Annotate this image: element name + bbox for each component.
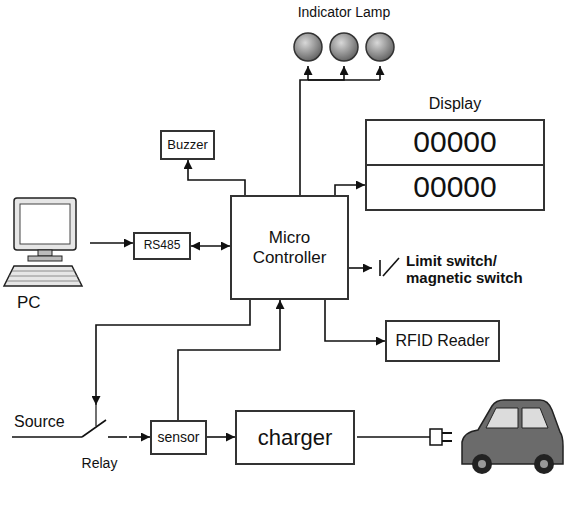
relay-node: Relay (72, 405, 129, 477)
keyboard-keys (7, 271, 80, 281)
display-row: 00000 (365, 119, 545, 166)
plug-pins (442, 433, 452, 441)
connector-arrow (178, 300, 280, 420)
box-label: RFID Reader (395, 332, 489, 350)
connector-arrow (207, 436, 235, 438)
monitor-neck (38, 250, 52, 256)
device-label: PC (17, 293, 67, 313)
device-label: Relay (72, 455, 127, 471)
lamp-circle (330, 33, 358, 61)
relay-symbol (12, 405, 127, 437)
switch-contact (379, 260, 381, 276)
connector-arrow (325, 300, 385, 341)
process-box: RS485 (133, 232, 191, 260)
lamp-circle (294, 33, 322, 61)
switch-blade (383, 258, 399, 276)
process-box: sensor (150, 420, 207, 455)
display-digits: 00000 (413, 170, 496, 205)
lamp-branch (379, 66, 381, 80)
device-label: Limit switch/ magnetic switch (406, 252, 551, 287)
process-box: Buzzer (160, 130, 215, 160)
box-label: Micro Controller (237, 228, 342, 267)
car-window (486, 408, 518, 428)
controller-box: Micro Controller (230, 195, 349, 300)
box-label: sensor (157, 429, 199, 445)
display-row: 00000 (365, 164, 545, 211)
monitor (14, 198, 76, 250)
screen (20, 204, 70, 244)
display-panel: Display 00000 00000 (365, 95, 547, 212)
connector-arrow (300, 66, 344, 195)
lamp-branch (307, 66, 309, 80)
limit-switch-symbol (380, 258, 399, 276)
plug-and-car (357, 400, 563, 474)
pc-icon (4, 198, 82, 286)
monitor-base (28, 256, 62, 261)
connector-arrow (188, 160, 245, 195)
connector-arrow (349, 267, 372, 269)
keyboard (4, 266, 82, 286)
relay-blade (82, 420, 106, 437)
connector-arrow (90, 242, 133, 244)
switch-node: Limit switch/ magnetic switch (372, 248, 555, 294)
car-hub (540, 460, 548, 468)
connector-arrow (129, 436, 150, 438)
display-digits: 00000 (413, 125, 496, 160)
source-wire (12, 436, 82, 438)
connector-arrow (191, 245, 230, 247)
car-wheel (472, 454, 492, 474)
lamp-group: Indicator Lamp (269, 4, 421, 66)
process-box: charger (235, 410, 355, 465)
group-heading: Display (365, 95, 545, 113)
plug-body (430, 429, 442, 445)
box-label: charger (258, 425, 333, 450)
car-body (462, 400, 563, 464)
charge-cable (357, 436, 430, 438)
group-heading: Indicator Lamp (269, 4, 419, 20)
car-wheel (534, 454, 554, 474)
box-label: RS485 (144, 239, 181, 253)
car-window (522, 408, 548, 428)
connector-arrow (335, 185, 365, 195)
box-label: Buzzer (167, 138, 207, 153)
source-label: Source (14, 413, 65, 431)
pc-node: PC (5, 195, 90, 320)
connector-arrow (96, 300, 250, 405)
relay-coil-link (95, 405, 96, 426)
lamp-circle (366, 33, 394, 61)
process-box: RFID Reader (385, 320, 500, 362)
car-hub (478, 460, 486, 468)
relay-contact (108, 436, 127, 438)
